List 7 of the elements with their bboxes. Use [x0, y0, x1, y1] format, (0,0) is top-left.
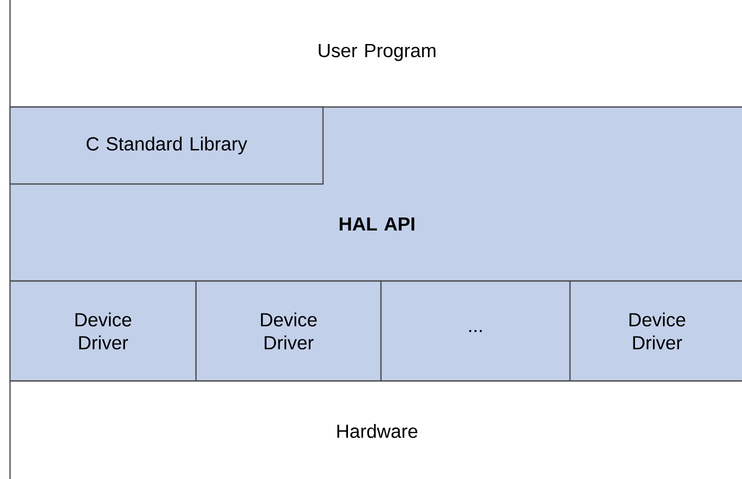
driver-box: Device Driver [9, 280, 197, 382]
driver-box: Device Driver [195, 280, 382, 382]
library-box: C Standard Library [9, 106, 324, 185]
layer-band: Hardware [9, 380, 742, 479]
driver-box: ... [380, 280, 571, 382]
driver-box: Device Driver [569, 280, 742, 382]
layer-band: User Program [9, 0, 742, 108]
